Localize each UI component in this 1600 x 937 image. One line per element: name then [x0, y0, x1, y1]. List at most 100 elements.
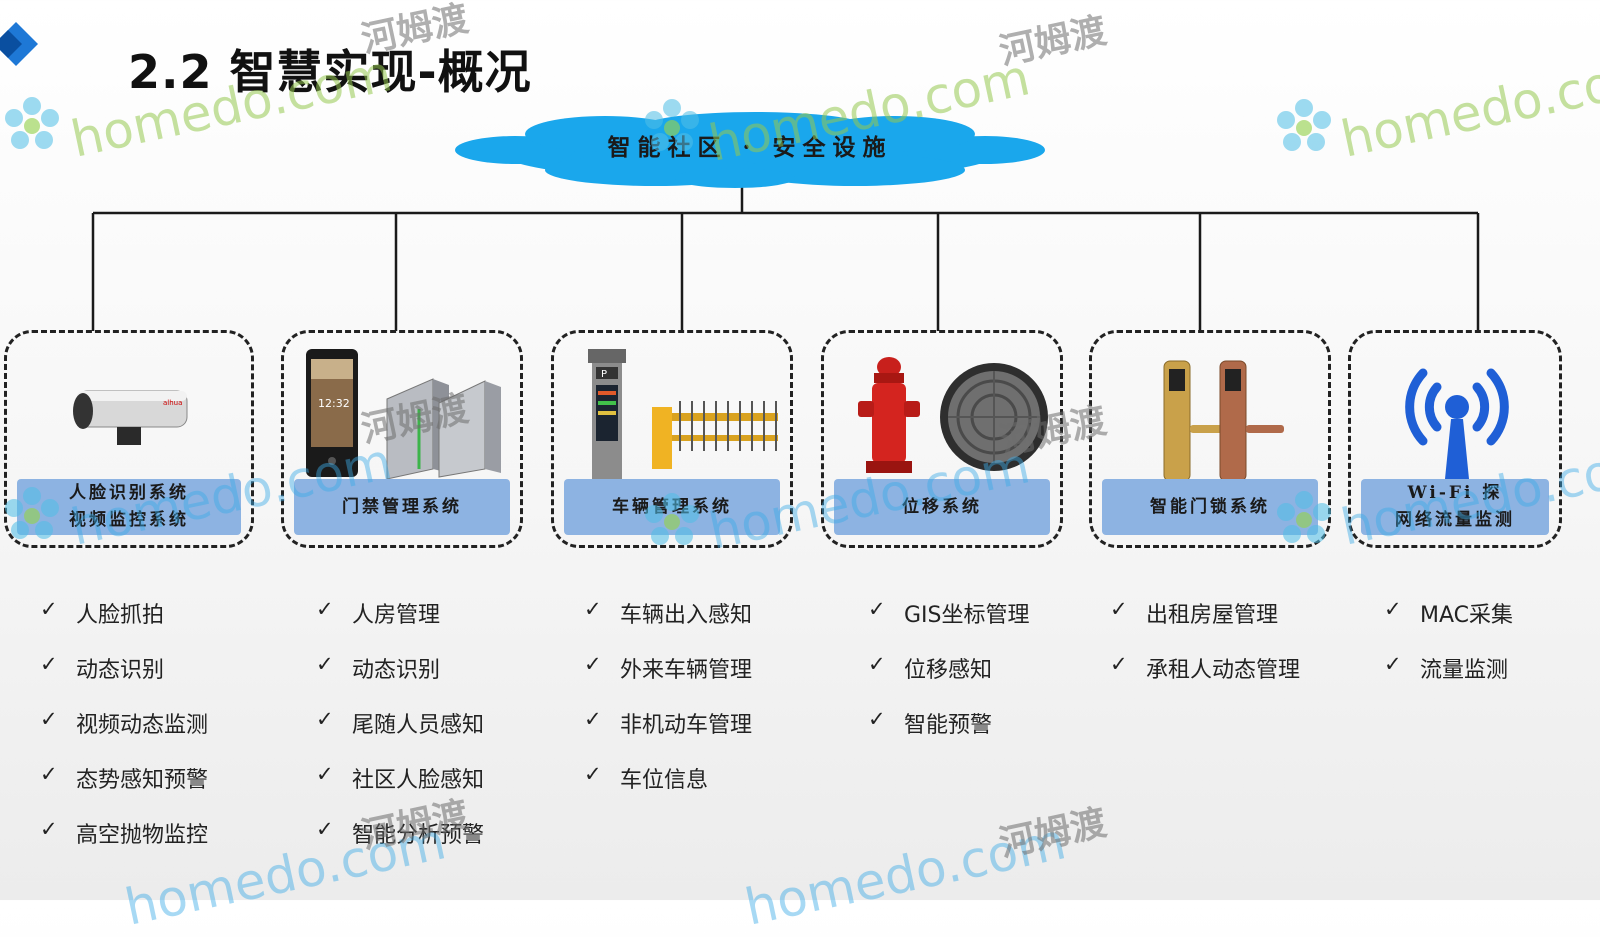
list-item: ✓ 车辆出入感知	[584, 597, 752, 652]
check-icon: ✓	[40, 597, 58, 621]
feature-text: 位移感知	[904, 658, 993, 683]
check-icon: ✓	[1384, 597, 1402, 621]
feature-text: MAC采集	[1420, 603, 1514, 628]
feature-list-vehicle: ✓ 车辆出入感知 ✓外来车辆管理 ✓ 非机动车管理 ✓ 车位信息	[584, 597, 752, 817]
module-access-control: 12:32 门禁管理系统	[281, 330, 523, 548]
list-item: ✓ 高空抛物监控	[40, 817, 208, 872]
hub-label: 智能社区 · 安全设施	[607, 134, 893, 161]
svg-text:alhua: alhua	[163, 399, 182, 407]
feature-text: 动态识别	[352, 658, 441, 683]
module-label-box: 门禁管理系统	[294, 479, 510, 535]
list-item: ✓ 动态识别	[316, 652, 484, 707]
feature-text: 尾随人员感知	[352, 713, 485, 738]
feature-list-displacement: ✓ GIS坐标管理 ✓ 位移感知 ✓ 智能预警	[868, 597, 1030, 762]
list-item: ✓ 人脸抓拍	[40, 597, 208, 652]
module-label-box: Wi-Fi 探 网络流量监测	[1361, 479, 1549, 535]
check-icon: ✓	[316, 817, 334, 841]
watermark-flower-icon	[645, 493, 699, 545]
module-displacement: 位移系统	[821, 330, 1063, 548]
check-icon: ✓	[584, 707, 602, 731]
watermark-domain: homedo.com	[740, 812, 1071, 937]
feature-text: 出租房屋管理	[1146, 603, 1279, 628]
module-label: 人脸识别系统 视频监控系统	[69, 483, 189, 530]
check-icon: ✓	[316, 597, 334, 621]
feature-list-access-control: ✓ 人房管理 ✓ 动态识别 ✓ 尾随人员感知 ✓ 社区人脸感知 ✓ 智能分析预警	[316, 597, 484, 872]
module-label: 智能门锁系统	[1150, 496, 1270, 517]
list-item: ✓ 社区人脸感知	[316, 762, 484, 817]
list-item: ✓流量监测	[1384, 652, 1513, 707]
check-icon: ✓	[316, 652, 334, 676]
feature-text: 动态识别	[76, 658, 165, 683]
module-face-video: alhua 人脸识别系统 视频监控系统	[4, 330, 254, 548]
list-item: ✓ 承租人动态管理	[1110, 652, 1300, 707]
check-icon: ✓	[584, 762, 602, 786]
feature-list-face-video: ✓ 人脸抓拍 ✓ 动态识别 ✓ 视频动态监测 ✓ 态势感知预警 ✓ 高空抛物监控	[40, 597, 208, 872]
check-icon: ✓	[584, 652, 602, 676]
module-smart-lock: 智能门锁系统	[1089, 330, 1331, 548]
module-label: 门禁管理系统	[342, 496, 462, 517]
list-item: ✓ GIS坐标管理	[868, 597, 1030, 652]
feature-text: 智能预警	[904, 713, 993, 738]
check-icon: ✓	[868, 597, 886, 621]
list-item: ✓ 车位信息	[584, 762, 752, 817]
watermark-flower-icon	[1277, 491, 1331, 543]
list-item: ✓ 尾随人员感知	[316, 707, 484, 762]
feature-text: GIS坐标管理	[904, 603, 1030, 628]
feature-text: 视频动态监测	[76, 713, 209, 738]
list-item: ✓ 动态识别	[40, 652, 208, 707]
fire-hydrant-icon	[858, 357, 920, 473]
watermark-flower-icon	[5, 487, 59, 539]
svg-text:12:32: 12:32	[318, 397, 350, 410]
feature-text: 车位信息	[620, 768, 709, 793]
hub-cloud-shape	[455, 112, 1045, 188]
check-icon: ✓	[868, 707, 886, 731]
feature-text: 人房管理	[352, 603, 441, 628]
check-icon: ✓	[584, 597, 602, 621]
list-item: ✓ 非机动车管理	[584, 707, 752, 762]
check-icon: ✓	[40, 652, 58, 676]
watermark-flower-icon	[645, 99, 699, 151]
list-item: ✓出租房屋管理	[1110, 597, 1300, 652]
feature-list-smart-lock: ✓出租房屋管理 ✓ 承租人动态管理	[1110, 597, 1300, 707]
manhole-cover-icon	[940, 363, 1048, 471]
module-label-box: 位移系统	[834, 479, 1050, 535]
feature-text: 非机动车管理	[620, 713, 753, 738]
list-item: ✓外来车辆管理	[584, 652, 752, 707]
list-item: ✓ 人房管理	[316, 597, 484, 652]
module-label: 位移系统	[902, 496, 982, 517]
smart-door-lock-icon	[1163, 360, 1284, 482]
list-item: ✓ 智能预警	[868, 707, 1030, 762]
wifi-antenna-icon	[1405, 368, 1509, 479]
bullet-camera-icon: alhua	[73, 390, 188, 445]
feature-text: 人脸抓拍	[76, 603, 165, 628]
check-icon: ✓	[1110, 652, 1128, 676]
feature-text: 智能分析预警	[352, 823, 485, 848]
check-icon: ✓	[316, 707, 334, 731]
list-item: ✓ 智能分析预警	[316, 817, 484, 872]
feature-text: 车辆出入感知	[620, 603, 753, 628]
feature-text: 态势感知预警	[76, 768, 209, 793]
watermark-flower-icon	[1277, 99, 1331, 151]
feature-text: 流量监测	[1420, 658, 1509, 683]
feature-text: 高空抛物监控	[76, 823, 209, 848]
page-title: 2.2 智慧实现-概况	[128, 45, 532, 99]
module-wifi: Wi-Fi 探 网络流量监测	[1348, 330, 1562, 548]
check-icon: ✓	[40, 762, 58, 786]
list-item: ✓ 位移感知	[868, 652, 1030, 707]
turnstile-gate-icon	[386, 378, 501, 480]
check-icon: ✓	[40, 817, 58, 841]
svg-text:P: P	[601, 369, 607, 380]
barrier-gate-icon	[652, 401, 778, 469]
feature-text: 承租人动态管理	[1146, 658, 1301, 683]
feature-text: 社区人脸感知	[352, 768, 485, 793]
check-icon: ✓	[868, 652, 886, 676]
list-item: ✓ 视频动态监测	[40, 707, 208, 762]
check-icon: ✓	[316, 762, 334, 786]
list-item: ✓ MAC采集	[1384, 597, 1513, 652]
check-icon: ✓	[40, 707, 58, 731]
module-label: Wi-Fi 探 网络流量监测	[1395, 483, 1515, 530]
watermark-flower-icon	[5, 97, 59, 149]
face-terminal-icon: 12:32	[306, 349, 358, 477]
watermark-cn: 河姆渡	[995, 802, 1111, 865]
logo-diamond-icon	[0, 22, 38, 66]
